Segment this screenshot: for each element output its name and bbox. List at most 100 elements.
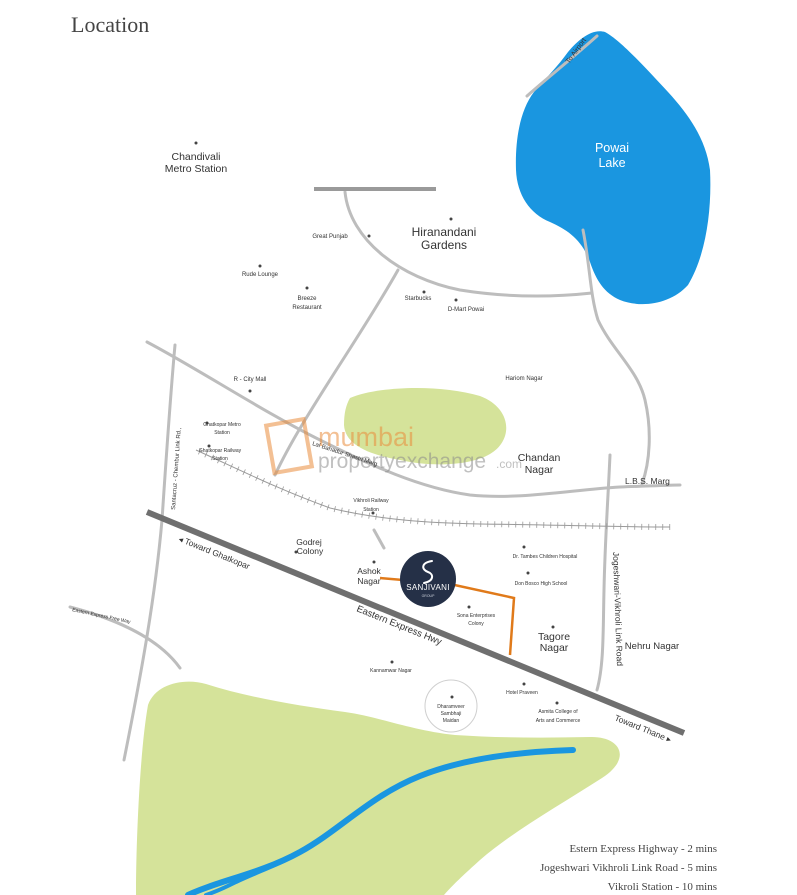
railway-tick <box>306 496 310 503</box>
watermark-logo <box>263 416 315 476</box>
railway-tick <box>326 504 330 511</box>
lake-label-line1: Powai <box>595 141 629 155</box>
railway-tick <box>375 513 377 520</box>
railway-tick <box>223 460 227 467</box>
road-hiranandani-to-lbs <box>273 268 400 477</box>
label-chandan-1: Chandan <box>518 452 561 464</box>
marker-dot <box>207 444 211 448</box>
label-ghatkopar-railway-2: Station <box>212 456 228 462</box>
railway-tick <box>382 514 384 521</box>
railway-tick <box>255 475 259 481</box>
marker-dot <box>390 660 394 664</box>
marker-dot <box>522 682 526 686</box>
label-chandan-2: Nagar <box>525 464 554 476</box>
label-don-bosco: Don Bosco High School <box>515 581 568 587</box>
label-dr-tambes: Dr. Tambes Children Hospital <box>513 554 578 560</box>
railway-tick <box>248 472 253 479</box>
railway-tick <box>340 507 343 514</box>
railway-tick <box>274 483 278 490</box>
project-logo-icon <box>422 560 434 584</box>
railway-tick <box>313 499 317 506</box>
label-hiranandani-2: Gardens <box>421 238 467 252</box>
label-breeze-2: Restaurant <box>292 305 322 311</box>
distance-2: Jogeshwari Vikhroli Link Road - 5 mins <box>540 862 717 874</box>
label-starbucks: Starbucks <box>405 296 432 302</box>
label-lbs-marg: L.B.S. Marg <box>625 476 670 486</box>
watermark-word1: mumbai <box>318 422 414 452</box>
label-dmart: D-Mart Powai <box>448 307 484 313</box>
creek-river-branch <box>204 850 302 895</box>
railway-tick <box>217 457 221 464</box>
railway-ticks <box>198 448 671 531</box>
label-hariom-nagar: Hariom Nagar <box>505 376 542 382</box>
railway-tick <box>198 448 202 455</box>
label-vikhroli-railway-2: Station <box>363 507 379 513</box>
railway-tick <box>368 512 371 519</box>
lake-label-line2: Lake <box>598 156 625 170</box>
marker-dot <box>205 421 209 425</box>
road-hiranandani-curve <box>343 190 594 298</box>
label-ashok-2: Nagar <box>357 576 380 586</box>
railway-tick <box>361 511 364 518</box>
railway-tick <box>242 469 246 476</box>
label-jvlr: Jogeshwari-Vikhroli Link Road <box>611 552 625 667</box>
railway-tick <box>204 451 208 458</box>
watermark-suffix: .com <box>496 457 522 471</box>
label-ghatkopar-metro-1: Ghatkopar Metro <box>203 422 241 428</box>
railway-tick <box>396 516 398 523</box>
label-asmita-1: Asmita College of <box>538 709 578 715</box>
railway-tick <box>210 454 214 461</box>
marker-dot <box>372 560 376 564</box>
railway-tick <box>300 494 304 501</box>
marker-dot <box>294 550 298 554</box>
marker-dot <box>371 511 375 515</box>
road-eastern-freeway <box>68 605 182 670</box>
distance-3: Vikroli Station - 10 mins <box>608 881 717 893</box>
marker-dot <box>258 264 262 268</box>
label-dharamveer-2: Sambhaji <box>441 711 462 717</box>
marker-dot <box>194 141 198 145</box>
label-godrej-1: Godrej <box>296 537 322 547</box>
page-title: Location <box>71 12 149 37</box>
marker-dot <box>522 545 526 549</box>
distance-1: Estern Express Highway - 2 mins <box>569 843 717 855</box>
creek-river <box>185 747 576 895</box>
railway-tick <box>403 516 405 524</box>
road-to-airport <box>525 34 599 98</box>
railway-tick <box>354 510 357 517</box>
label-breeze-1: Breeze <box>297 296 317 302</box>
marker-dot <box>467 605 471 609</box>
project-badge-circle <box>400 551 456 607</box>
railway-tick <box>236 466 240 473</box>
label-hotel-praveen: Hotel Praveen <box>506 690 538 696</box>
road-lal-bahadur-shastri-marg <box>145 340 682 498</box>
railway-tick <box>293 491 297 498</box>
road-powai-to-lbs <box>581 228 651 486</box>
label-dharamveer-3: Maidan <box>443 718 460 724</box>
label-eastern-freeway: Eastern Express Free Way <box>72 607 132 625</box>
label-kannamwar: Kannamwar Nagar <box>370 668 412 674</box>
marker-dot <box>454 298 458 302</box>
green-hill-area <box>344 387 507 465</box>
label-chandivali-2: Metro Station <box>165 163 228 175</box>
marker-dot <box>248 389 252 393</box>
railway-tick <box>287 489 291 495</box>
label-ashok-1: Ashok <box>357 566 381 576</box>
label-sona-2: Colony <box>468 621 484 627</box>
marker-dot <box>305 286 309 290</box>
marker-dot <box>422 290 426 294</box>
label-r-city-mall: R - City Mall <box>234 377 267 383</box>
marker-dot <box>367 234 371 238</box>
label-godrej-2: Colony <box>297 546 324 556</box>
label-dharamveer-1: Dharamveer <box>437 704 465 710</box>
label-great-punjab: Great Punjab <box>312 234 348 240</box>
green-park-area <box>136 681 620 895</box>
railway-tick <box>347 509 350 516</box>
watermark-word2: propertyexchange <box>318 450 486 473</box>
project-subtitle: GROUP <box>422 594 436 598</box>
label-hiranandani-1: Hiranandani <box>412 225 477 239</box>
maidan-circle <box>424 679 478 733</box>
label-ghatkopar-railway-1: Ghatkopar Railway <box>199 448 242 454</box>
label-ghatkopar-metro-2: Station <box>214 430 230 436</box>
railway-tick <box>320 501 323 508</box>
